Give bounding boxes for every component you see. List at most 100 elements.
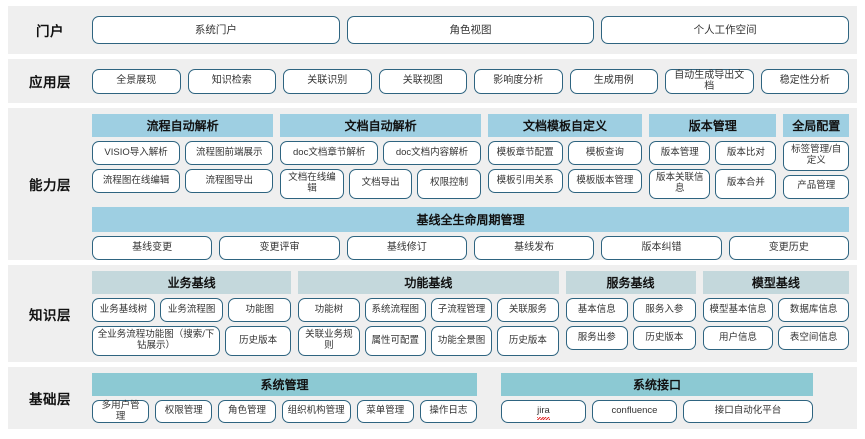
app-item-stability-analysis[interactable]: 稳定性分析 [760, 68, 849, 94]
band-items: 基线变更 变更评审 基线修订 基线发布 版本纠错 变更历史 [92, 235, 849, 260]
cap-item-permission-control[interactable]: 权限控制 [417, 169, 481, 199]
layer-portal: 门户 系统门户 角色视图 个人工作空间 [8, 6, 857, 54]
baseline-lifecycle-band: 基线全生命周期管理 基线变更 变更评审 基线修订 基线发布 版本纠错 变更历史 [92, 206, 849, 260]
cap-item-template-version-manage[interactable]: 模板版本管理 [567, 169, 643, 193]
portal-items: 系统门户 角色视图 个人工作空间 [92, 16, 850, 44]
grp-row: 功能树 系统流程图 子流程管理 关联服务 [298, 298, 559, 323]
know-item-full-business-process-function-map[interactable]: 全业务流程功能图（搜索/下钻展示） [92, 326, 221, 356]
capability-group-doc-template-custom: 文档模板自定义 模板章节配置 模板查询 模板引用关系 模板版本管理 [487, 114, 643, 193]
know-item-function-diagram[interactable]: 功能图 [228, 298, 292, 323]
know-item-function-tree[interactable]: 功能树 [298, 298, 360, 323]
base-item-operation-log[interactable]: 操作日志 [419, 400, 478, 423]
layer-label-application: 应用层 [29, 75, 71, 90]
group-rows-process-parsing: VISIO导入解析 流程图前端展示 流程图在线编辑 流程图导出 [92, 141, 274, 193]
know-item-user-info[interactable]: 用户信息 [702, 326, 774, 351]
know-item-related-business-rules[interactable]: 关联业务规则 [298, 326, 360, 356]
base-item-menu-manage[interactable]: 菜单管理 [356, 400, 414, 423]
know-item-subprocess-manage[interactable]: 子流程管理 [430, 298, 493, 323]
cap-item-doc-chapter-parse[interactable]: doc文档章节解析 [280, 141, 379, 165]
cap-item-version-relation-info[interactable]: 版本关联信息 [649, 169, 711, 199]
cap-item-template-chapter-config[interactable]: 模板章节配置 [487, 141, 563, 165]
base-item-jira[interactable]: jira [501, 400, 586, 423]
app-item-relation-recognition[interactable]: 关联识别 [283, 68, 372, 94]
know-item-service-input-params[interactable]: 服务入参 [633, 298, 696, 323]
know-item-history-version-function[interactable]: 历史版本 [497, 326, 559, 356]
band-item-baseline-change[interactable]: 基线变更 [92, 235, 213, 260]
band-item-change-history[interactable]: 变更历史 [728, 235, 849, 260]
group-title-document-parsing: 文档自动解析 [280, 114, 481, 137]
app-item-panorama[interactable]: 全景展现 [92, 68, 181, 94]
layer-body-foundation: 系统管理 多用户管理 权限管理 角色管理 组织机构管理 菜单管理 操作日志 系统… [92, 367, 857, 429]
grp-row: 用户信息 表空间信息 [702, 326, 850, 351]
group-rows-model-baseline: 模型基本信息 数据库信息 用户信息 表空间信息 [702, 298, 850, 351]
know-item-basic-info[interactable]: 基本信息 [565, 298, 629, 323]
cap-item-version-compare[interactable]: 版本比对 [715, 141, 777, 165]
base-item-role-manage[interactable]: 角色管理 [218, 400, 276, 423]
base-item-multi-user-manage[interactable]: 多用户管理 [92, 400, 150, 423]
app-item-auto-export-doc[interactable]: 自动生成导出文档 [665, 68, 754, 94]
portal-item-personal-workspace[interactable]: 个人工作空间 [601, 16, 850, 44]
know-item-related-service[interactable]: 关联服务 [497, 298, 559, 323]
app-item-impact-analysis[interactable]: 影响度分析 [474, 68, 563, 94]
layer-label-capability: 能力层 [29, 178, 71, 193]
know-item-attribute-configurable[interactable]: 属性可配置 [364, 326, 426, 356]
portal-item-system-portal[interactable]: 系统门户 [92, 16, 340, 44]
know-item-business-baseline-tree[interactable]: 业务基线树 [92, 298, 156, 323]
layer-body-knowledge: 业务基线 业务基线树 业务流程图 功能图 全业务流程功能图（搜索/下钻展示） 历… [92, 265, 857, 362]
know-item-service-output-params[interactable]: 服务出参 [565, 326, 629, 351]
capability-groups: 流程自动解析 VISIO导入解析 流程图前端展示 流程图在线编辑 流程图导出 [92, 114, 849, 199]
know-item-model-basic-info[interactable]: 模型基本信息 [702, 298, 774, 323]
band-item-baseline-release[interactable]: 基线发布 [473, 235, 595, 260]
layer-foundation: 基础层 系统管理 多用户管理 权限管理 角色管理 组织机构管理 菜单管理 操作日… [8, 367, 857, 429]
app-item-relation-view[interactable]: 关联视图 [378, 68, 467, 94]
cap-item-version-merge[interactable]: 版本合并 [715, 169, 777, 199]
know-item-tablespace-info[interactable]: 表空间信息 [778, 326, 850, 351]
application-items: 全景展现 知识检索 关联识别 关联视图 影响度分析 生成用例 自动生成导出文档 … [92, 68, 849, 94]
grp-row: 产品管理 [783, 174, 849, 199]
group-rows-document-parsing: doc文档章节解析 doc文档内容解析 文档在线编辑 文档导出 权限控制 [280, 141, 481, 199]
cap-item-visio-import-parse[interactable]: VISIO导入解析 [92, 141, 181, 165]
foundation-column-system-interface: 系统接口 jira confluence 接口自动化平台 [501, 373, 813, 423]
jira-label: jira [537, 405, 550, 420]
group-rows-business-baseline: 业务基线树 业务流程图 功能图 全业务流程功能图（搜索/下钻展示） 历史版本 [92, 298, 292, 356]
know-item-history-version-business[interactable]: 历史版本 [225, 326, 292, 356]
cap-item-flowchart-frontend-display[interactable]: 流程图前端展示 [185, 141, 274, 165]
cap-item-template-reference-relation[interactable]: 模板引用关系 [487, 169, 563, 193]
base-item-confluence[interactable]: confluence [592, 400, 677, 423]
cap-item-doc-online-edit[interactable]: 文档在线编辑 [280, 169, 344, 199]
cap-item-flowchart-export[interactable]: 流程图导出 [185, 169, 274, 193]
know-item-database-info[interactable]: 数据库信息 [778, 298, 850, 323]
layer-label-knowledge: 知识层 [29, 307, 71, 323]
layer-body-portal: 系统门户 角色视图 个人工作空间 [92, 6, 857, 54]
base-item-permission-manage[interactable]: 权限管理 [155, 400, 213, 423]
know-item-system-flowchart[interactable]: 系统流程图 [364, 298, 426, 323]
app-item-generate-usecase[interactable]: 生成用例 [569, 68, 658, 94]
cap-item-flowchart-online-edit[interactable]: 流程图在线编辑 [92, 169, 181, 193]
grp-row: 版本关联信息 版本合并 [649, 169, 777, 199]
group-title-process-parsing: 流程自动解析 [92, 114, 274, 137]
cap-item-tag-manage-custom[interactable]: 标签管理/自定义 [783, 141, 849, 171]
band-item-change-review[interactable]: 变更评审 [219, 235, 340, 260]
cap-item-doc-content-parse[interactable]: doc文档内容解析 [383, 141, 481, 165]
band-item-baseline-revision[interactable]: 基线修订 [346, 235, 467, 260]
grp-row: 全业务流程功能图（搜索/下钻展示） 历史版本 [92, 326, 292, 356]
knowledge-group-service-baseline: 服务基线 基本信息 服务入参 服务出参 历史版本 [565, 271, 696, 351]
system-interface-items: jira confluence 接口自动化平台 [501, 400, 813, 423]
grp-row: VISIO导入解析 流程图前端展示 [92, 141, 274, 165]
base-item-interface-automation-platform[interactable]: 接口自动化平台 [683, 400, 813, 423]
cap-item-doc-export[interactable]: 文档导出 [348, 169, 413, 199]
column-title-system-interface: 系统接口 [501, 373, 813, 396]
layer-body-capability: 流程自动解析 VISIO导入解析 流程图前端展示 流程图在线编辑 流程图导出 [92, 108, 857, 260]
band-item-version-correction[interactable]: 版本纠错 [601, 235, 722, 260]
app-item-knowledge-search[interactable]: 知识检索 [187, 68, 276, 94]
cap-item-version-manage[interactable]: 版本管理 [649, 141, 711, 165]
know-item-business-flowchart[interactable]: 业务流程图 [160, 298, 224, 323]
know-item-function-panorama[interactable]: 功能全景图 [430, 326, 493, 356]
group-title-function-baseline: 功能基线 [298, 271, 559, 295]
know-item-history-version-service[interactable]: 历史版本 [633, 326, 696, 351]
group-title-service-baseline: 服务基线 [565, 271, 696, 295]
base-item-org-structure-manage[interactable]: 组织机构管理 [281, 400, 351, 423]
cap-item-template-query[interactable]: 模板查询 [567, 141, 643, 165]
cap-item-product-manage[interactable]: 产品管理 [783, 174, 849, 199]
portal-item-role-view[interactable]: 角色视图 [346, 16, 595, 44]
